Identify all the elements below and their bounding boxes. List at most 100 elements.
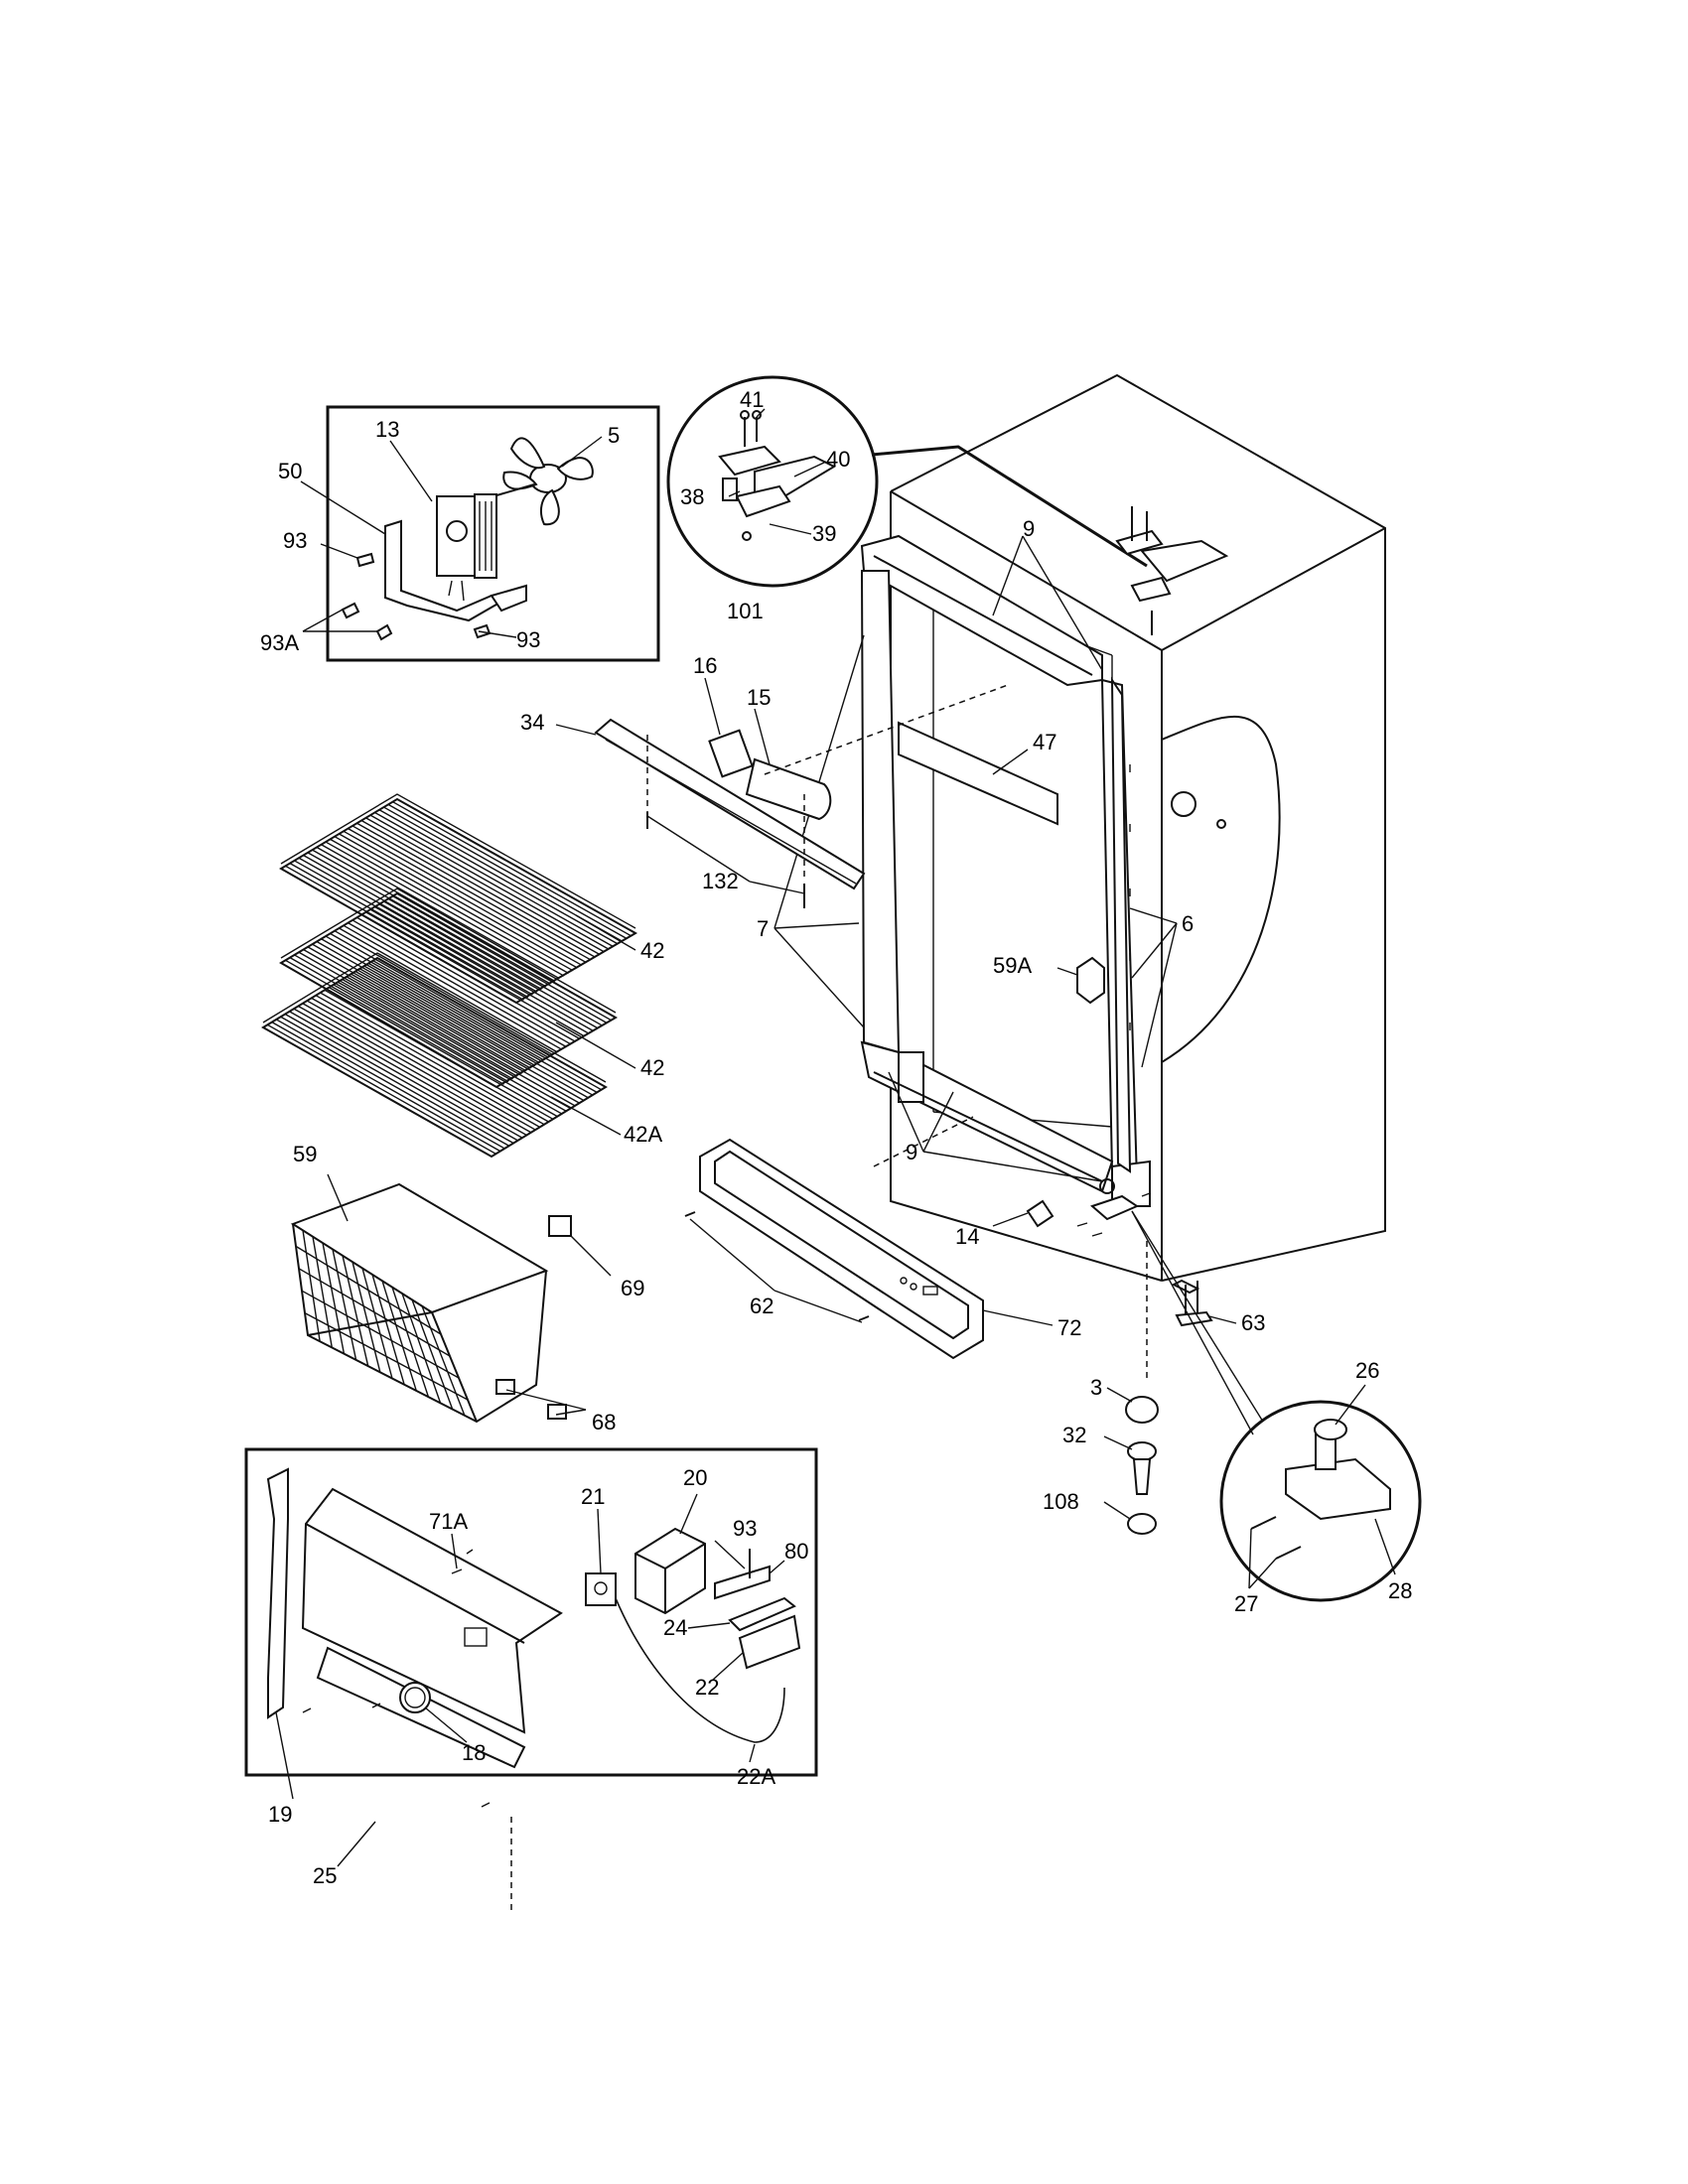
callout-93: 93: [733, 1516, 757, 1541]
callout-93: 93: [283, 528, 307, 553]
callout-80: 80: [784, 1539, 808, 1564]
callout-42: 42: [640, 1055, 664, 1080]
wire-line: [289, 957, 509, 1083]
wire-line: [311, 997, 540, 1128]
wire-line: [374, 811, 614, 948]
callout-71A: 71A: [429, 1509, 468, 1534]
wire-line: [298, 951, 518, 1077]
callout-5: 5: [608, 423, 620, 448]
callout-27: 27: [1234, 1591, 1258, 1616]
fan-motor-inset: [300, 405, 660, 662]
door-gaskets: [774, 534, 1178, 1207]
wire-line: [342, 1255, 369, 1367]
callout-21: 21: [581, 1484, 605, 1509]
wire-line: [352, 919, 572, 1045]
wire-line: [392, 801, 632, 937]
callout-25: 25: [313, 1863, 337, 1888]
wire-line: [302, 1230, 321, 1342]
wire-line: [343, 924, 563, 1050]
callout-28: 28: [1388, 1578, 1412, 1603]
wire-line: [356, 916, 576, 1042]
wire-line: [360, 913, 581, 1040]
wire-line: [289, 1011, 518, 1142]
wire-line: [304, 1311, 469, 1401]
wire-line: [378, 903, 599, 1029]
callout-18: 18: [462, 1740, 486, 1765]
wire-line: [284, 1013, 514, 1145]
callout-93: 93: [516, 627, 540, 652]
kick-plate: [684, 1116, 1054, 1360]
wire-line: [387, 803, 628, 939]
wire-line: [374, 905, 594, 1032]
callout-34: 34: [520, 710, 544, 735]
wire-line: [315, 995, 545, 1126]
fan-blade: [486, 437, 594, 526]
wire-line: [334, 930, 554, 1056]
wire-line: [325, 935, 545, 1061]
callout-15: 15: [747, 685, 771, 710]
wire-line: [342, 978, 571, 1110]
wire-line: [307, 946, 527, 1072]
wire-line: [371, 1274, 405, 1385]
wire-line: [352, 825, 592, 961]
wire-line: [298, 857, 538, 993]
wire-line: [339, 833, 578, 969]
wire-line: [372, 960, 602, 1091]
callout-72: 72: [1057, 1315, 1081, 1340]
callout-22A: 22A: [737, 1764, 775, 1789]
callout-93A: 93A: [260, 630, 299, 655]
bottom-hinge-detail: [1131, 1210, 1422, 1602]
callout-labels: 5 13 50 93 93 93A 41 40 38 39 101 9 16 1…: [260, 387, 1412, 1888]
wire-line: [289, 863, 529, 999]
callout-42A: 42A: [624, 1122, 662, 1147]
callout-41: 41: [740, 387, 764, 412]
wire-line: [267, 1024, 496, 1155]
wire-line: [352, 1261, 381, 1373]
wire-line: [325, 841, 565, 977]
wire-line: [307, 852, 547, 988]
wire-line: [348, 922, 567, 1048]
wire-line: [316, 846, 556, 983]
wire-line: [356, 822, 596, 958]
wire-line: [348, 828, 587, 964]
wire-line: [401, 1293, 442, 1404]
wire-line: [337, 981, 567, 1112]
wire-line: [363, 965, 594, 1096]
wire-line: [346, 976, 576, 1107]
wire-line: [383, 900, 603, 1026]
callout-59: 59: [293, 1142, 317, 1166]
wire-line: [312, 943, 531, 1069]
wire-line: [351, 973, 580, 1104]
wire-line: [354, 970, 585, 1102]
wire-line: [285, 959, 504, 1085]
wire-line: [381, 1281, 417, 1392]
wire-line: [316, 940, 536, 1067]
callout-14: 14: [955, 1224, 979, 1249]
callout-16: 16: [693, 653, 717, 678]
wire-line: [334, 836, 574, 972]
wire-line: [332, 1249, 357, 1361]
wire-line: [306, 1000, 536, 1131]
callout-68: 68: [592, 1410, 616, 1434]
callout-7: 7: [757, 916, 769, 941]
callout-63: 63: [1241, 1310, 1265, 1335]
wire-basket: [290, 1173, 612, 1424]
callout-24: 24: [663, 1615, 687, 1640]
callout-108: 108: [1043, 1489, 1079, 1514]
callout-39: 39: [812, 521, 836, 546]
wire-line: [369, 814, 610, 950]
wire-line: [361, 1268, 393, 1379]
wire-line: [369, 908, 590, 1034]
callout-47: 47: [1033, 730, 1056, 754]
wire-line: [387, 897, 608, 1024]
callout-20: 20: [683, 1465, 707, 1490]
wire-line: [275, 1019, 505, 1150]
wire-line: [298, 1268, 451, 1357]
wire-line: [312, 849, 551, 985]
wire-line: [391, 1287, 430, 1398]
callout-19: 19: [268, 1802, 292, 1827]
wire-line: [298, 1005, 527, 1137]
wire-line: [320, 992, 549, 1123]
wire-line: [295, 1245, 442, 1335]
